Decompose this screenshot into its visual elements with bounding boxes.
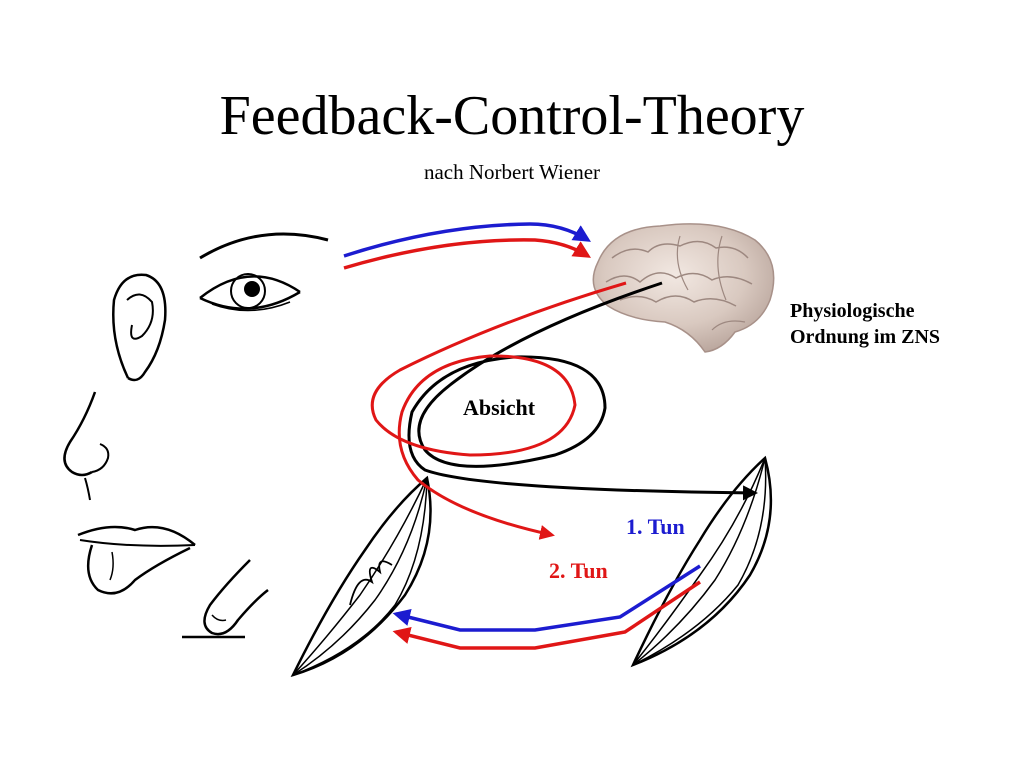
step2-label: 2. Tun	[549, 558, 608, 583]
absicht-loop	[407, 281, 758, 501]
page-title: Feedback-Control-Theory	[219, 85, 805, 147]
mouth-icon	[77, 525, 196, 595]
finger-icon	[182, 559, 269, 639]
step1-label: 1. Tun	[626, 514, 685, 539]
brain-label-line-2: Ordnung im ZNS	[790, 326, 941, 348]
blue-input-arrow	[343, 222, 591, 258]
center-label: Absicht	[463, 395, 536, 420]
blue-feedback-arrow	[392, 564, 701, 632]
brain-icon	[592, 223, 775, 353]
ear-icon	[112, 273, 167, 382]
muscle-icon	[290, 475, 432, 678]
eyebrow-icon	[199, 232, 329, 260]
page-subtitle: nach Norbert Wiener	[423, 160, 601, 184]
nose-icon	[63, 391, 110, 501]
red-feedback-loop	[370, 281, 627, 540]
brain-label: Physiologische Ordnung im ZNS	[790, 298, 940, 350]
red-feedback-arrow	[392, 580, 701, 650]
red-input-arrow	[343, 238, 591, 270]
brain-label-line-1: Physiologische	[790, 300, 915, 322]
eye-icon	[199, 273, 301, 312]
muscle-icon	[630, 455, 773, 668]
